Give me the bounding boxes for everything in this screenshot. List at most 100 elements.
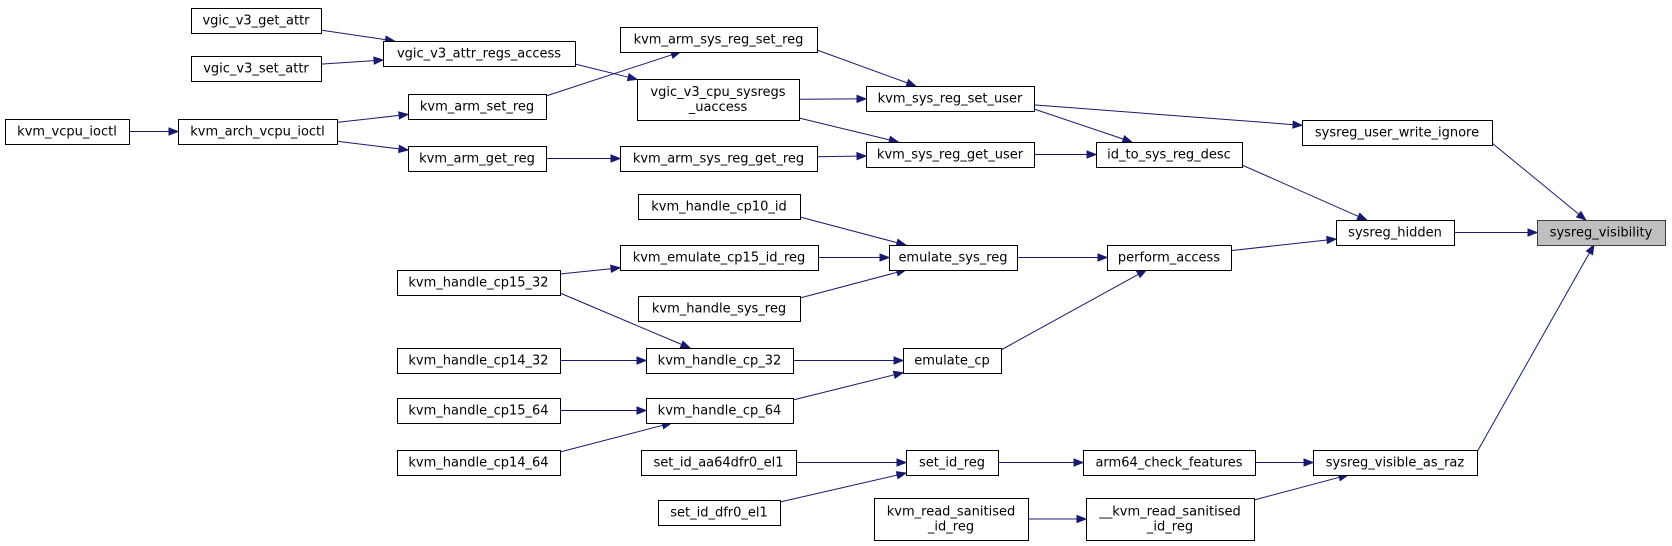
node-label: kvm_sys_reg_set_user	[878, 92, 1023, 107]
node-set-id-dfr0-el1[interactable]: set_id_dfr0_el1	[658, 500, 781, 526]
node-kvm-handle-cp-64[interactable]: kvm_handle_cp_64	[646, 398, 794, 424]
edge-line	[1033, 104, 1294, 126]
node-vgic-v3-set-attr[interactable]: vgic_v3_set_attr	[191, 56, 322, 82]
node-label: sysreg_user_write_ignore	[1315, 126, 1479, 141]
node-box	[1086, 498, 1255, 541]
edge-line	[1000, 273, 1139, 351]
node-label: vgic_v3_cpu_sysregs	[650, 85, 785, 100]
node-label: vgic_v3_attr_regs_access	[397, 47, 561, 62]
arrowhead-icon	[856, 151, 868, 161]
node-box	[397, 398, 561, 424]
node-vgic-v3-get-attr[interactable]: vgic_v3_get_attr	[191, 8, 322, 34]
node-kvm-arm-sys-reg-set-reg[interactable]: kvm_arm_sys_reg_set_reg	[620, 27, 818, 53]
node-arm64-check-features[interactable]: arm64_check_features	[1083, 450, 1256, 476]
edge-line	[574, 63, 629, 78]
edge-line	[816, 49, 908, 84]
edge-emulate-sys-reg-to-perform-access	[1017, 253, 1109, 262]
node-kvm-handle-cp10-id[interactable]: kvm_handle_cp10_id	[638, 194, 801, 220]
node-perform-access[interactable]: perform_access	[1107, 245, 1232, 271]
node-set-id-reg[interactable]: set_id_reg	[906, 450, 999, 476]
edge-perform-access-to-sysreg-hidden	[1230, 235, 1338, 252]
node-set-id-aa64dfr0-el1[interactable]: set_id_aa64dfr0_el1	[641, 450, 797, 476]
edge-line	[799, 216, 898, 244]
node-vgic-v3-attr-regs-access[interactable]: vgic_v3_attr_regs_access	[383, 41, 576, 67]
node-box	[1083, 450, 1256, 476]
edge-line	[816, 155, 858, 158]
node-box	[889, 245, 1018, 271]
node-box	[866, 142, 1035, 168]
edge-line	[559, 292, 682, 345]
edge-kvm-arm-set-reg-to-kvm-arm-sys-reg-set-reg	[545, 50, 682, 97]
arrowhead-icon	[168, 127, 180, 136]
node-kvm-handle-cp14-32[interactable]: kvm_handle_cp14_32	[397, 348, 561, 374]
node-sysreg-visible-as-raz[interactable]: sysreg_visible_as_raz	[1313, 450, 1478, 476]
node-box	[658, 500, 781, 526]
node-kvm-sys-reg-set-user[interactable]: kvm_sys_reg_set_user	[866, 86, 1035, 112]
node-kvm-sys-reg-get-user[interactable]: kvm_sys_reg_get_user	[866, 142, 1035, 168]
edge-kvm-emulate-cp15-id-reg-to-emulate-sys-reg	[818, 253, 891, 262]
edge-line	[799, 271, 898, 299]
node-kvm-read-sanitised-id-reg[interactable]: kvm_read_sanitised_id_reg	[874, 498, 1029, 541]
edge-emulate-cp-to-perform-access	[1000, 269, 1148, 351]
edge-line	[559, 268, 612, 275]
node-box	[1336, 220, 1455, 246]
arrowhead-icon	[636, 356, 648, 365]
node-box	[638, 194, 801, 220]
arrowhead-icon	[679, 340, 692, 349]
edge-kvm-arm-sys-reg-set-reg-to-kvm-sys-reg-set-user	[816, 49, 917, 87]
node-emulate-cp[interactable]: emulate_cp	[903, 348, 1002, 374]
node-sysreg-user-write-ignore[interactable]: sysreg_user_write_ignore	[1302, 120, 1493, 146]
edge-line	[320, 60, 375, 65]
node-kvm-handle-sys-reg[interactable]: kvm_handle_sys_reg	[638, 296, 801, 322]
edge-kvm-sys-reg-get-user-to-id-to-sys-reg-desc	[1034, 150, 1098, 159]
node-sysreg-visibility[interactable]: sysreg_visibility	[1537, 220, 1666, 246]
edge-line	[320, 29, 386, 41]
node-vgic-v3-cpu-sysregs-uaccess[interactable]: vgic_v3_cpu_sysregs_uaccess	[637, 79, 800, 121]
node-kvm-read-sanitised-id-reg[interactable]: __kvm_read_sanitised_id_reg	[1086, 498, 1255, 541]
node-label: _id_reg	[927, 520, 974, 535]
arrowhead-icon	[1097, 253, 1109, 262]
node-label: _id_reg	[1146, 520, 1193, 535]
node-sysreg-hidden[interactable]: sysreg_hidden	[1336, 220, 1455, 246]
node-box	[646, 398, 794, 424]
node-box	[397, 450, 561, 476]
arrowhead-icon	[896, 458, 908, 467]
edge-set-id-aa64dfr0-el1-to-set-id-reg	[796, 458, 908, 467]
arrowhead-icon	[1121, 134, 1134, 143]
node-box	[638, 296, 801, 322]
node-kvm-handle-cp15-32[interactable]: kvm_handle_cp15_32	[397, 270, 561, 296]
call-graph-nodes: vgic_v3_get_attr vgic_v3_set_attr vgic_v3_…	[5, 8, 1666, 541]
node-label: arm64_check_features	[1095, 456, 1242, 471]
arrowhead-icon	[1292, 120, 1304, 129]
node-label: sysreg_hidden	[1348, 226, 1442, 241]
node-box	[866, 86, 1035, 112]
node-kvm-handle-cp15-64[interactable]: kvm_handle_cp15_64	[397, 398, 561, 424]
arrowhead-icon	[1073, 458, 1085, 467]
node-box	[397, 270, 561, 296]
node-kvm-handle-cp-32[interactable]: kvm_handle_cp_32	[646, 348, 794, 374]
edge-kvm-arm-get-reg-to-kvm-arm-sys-reg-get-reg	[546, 154, 622, 163]
node-label: kvm_arm_sys_reg_get_reg	[633, 152, 804, 167]
node-emulate-sys-reg[interactable]: emulate_sys_reg	[889, 245, 1018, 271]
node-kvm-vcpu-ioctl[interactable]: kvm_vcpu_ioctl	[5, 119, 130, 145]
node-kvm-arm-get-reg[interactable]: kvm_arm_get_reg	[408, 146, 547, 172]
node-kvm-arm-set-reg[interactable]: kvm_arm_set_reg	[408, 94, 547, 120]
node-kvm-arm-sys-reg-get-reg[interactable]: kvm_arm_sys_reg_get_reg	[620, 146, 818, 172]
node-label: kvm_handle_cp14_64	[408, 456, 548, 471]
node-kvm-emulate-cp15-id-reg[interactable]: kvm_emulate_cp15_id_reg	[620, 245, 819, 271]
node-label: kvm_emulate_cp15_id_reg	[633, 251, 806, 266]
edge-set-id-reg-to-arm64-check-features	[998, 458, 1085, 467]
edge-kvm-handle-cp-64-to-emulate-cp	[792, 370, 905, 401]
node-box	[5, 119, 130, 145]
arrowhead-icon	[610, 154, 622, 163]
call-graph-edges	[129, 29, 1595, 524]
edge-line	[1253, 476, 1340, 501]
edge-kvm-arch-vcpu-ioctl-to-kvm-arm-set-reg	[336, 111, 410, 123]
node-kvm-arch-vcpu-ioctl[interactable]: kvm_arch_vcpu_ioctl	[178, 119, 338, 145]
arrowhead-icon	[1303, 458, 1315, 467]
node-id-to-sys-reg-desc[interactable]: id_to_sys_reg_desc	[1096, 142, 1243, 168]
edge-kvm-arm-sys-reg-get-reg-to-kvm-sys-reg-get-user	[816, 151, 868, 161]
edge-kvm-sys-reg-set-user-to-id-to-sys-reg-desc	[1033, 108, 1134, 143]
node-kvm-handle-cp14-64[interactable]: kvm_handle_cp14_64	[397, 450, 561, 476]
node-label: kvm_arm_set_reg	[420, 100, 534, 115]
